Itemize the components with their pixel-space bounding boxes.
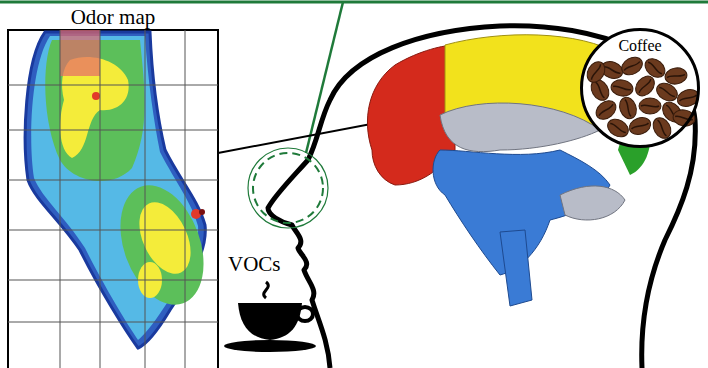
coffee-circle: Coffee [580,28,700,148]
coffee-beans [584,54,702,142]
map-zone [105,174,219,317]
coffee-bean [617,95,640,121]
coffee-bean [632,72,658,99]
map-zone [129,194,201,281]
odor-map [8,30,219,368]
map-frame [8,30,218,368]
brain [367,35,650,306]
top-rule [0,1,708,4]
coffee-bean [604,116,631,141]
nose-ring [253,153,323,223]
coffee-cup [224,282,316,352]
coffee-bean [664,66,688,86]
map-grid [8,30,218,368]
coffee-ground [581,29,699,147]
map-peak [199,209,205,215]
coffee-bean [639,98,661,114]
map-highlight [60,30,100,76]
callout-label: VOCs [228,252,281,277]
coffee-bean [672,108,696,128]
coffee-bean [618,54,645,79]
coffee-bean [650,114,675,141]
circle-title: Coffee [589,37,691,55]
coffee-bean [584,58,609,85]
coffee-bean [627,115,653,138]
map-peak [92,92,100,100]
odor-map-panel: Odor map [8,3,218,32]
nose-ring [248,148,328,228]
panel-heading: Odor map [10,5,216,29]
coffee-bean [610,78,634,98]
